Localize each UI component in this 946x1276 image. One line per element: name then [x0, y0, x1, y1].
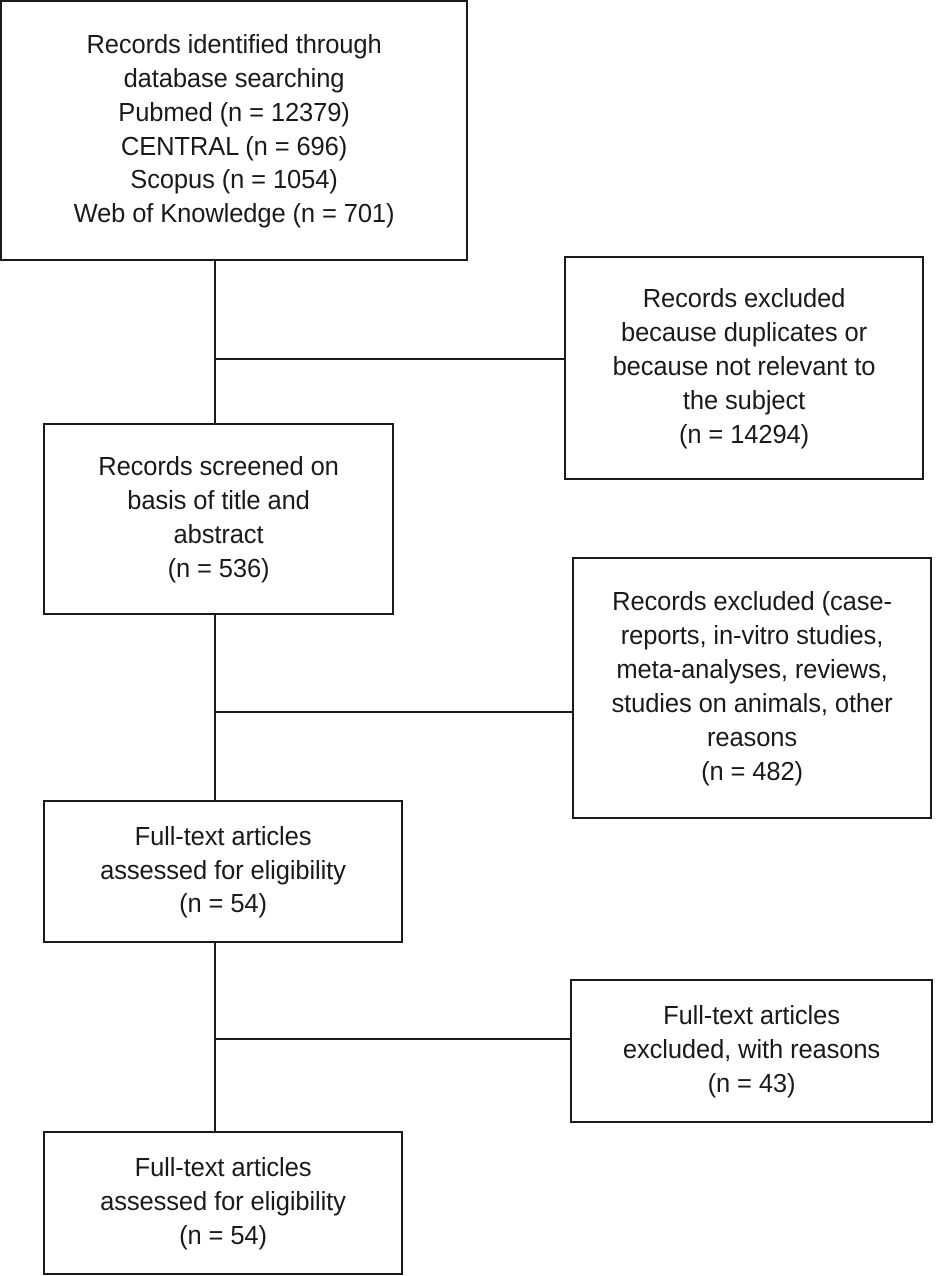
node-excluded-duplicates-text: Records excluded because duplicates or b…: [612, 285, 876, 449]
connector-branch-fulltext-excluded: [214, 1038, 572, 1040]
node-fulltext-assessed-text: Full-text articles assessed for eligibil…: [100, 822, 346, 919]
node-fulltext-excluded: Full-text articles excluded, with reason…: [570, 979, 933, 1123]
node-screened: Records screened on basis of title and a…: [43, 423, 394, 615]
node-identification-text: Records identified through database sear…: [73, 30, 395, 229]
node-screened-text: Records screened on basis of title and a…: [98, 453, 339, 583]
connector-branch-excluded-duplicates: [214, 358, 566, 360]
node-excluded-duplicates: Records excluded because duplicates or b…: [564, 256, 924, 480]
node-identification: Records identified through database sear…: [0, 0, 468, 261]
node-excluded-reasons: Records excluded (case- reports, in-vitr…: [572, 557, 932, 819]
node-excluded-reasons-text: Records excluded (case- reports, in-vitr…: [611, 588, 893, 786]
connector-screened-to-fulltext: [214, 613, 216, 802]
connector-fulltext-to-included: [214, 941, 216, 1133]
node-included-text: Full-text articles assessed for eligibil…: [100, 1154, 346, 1250]
node-fulltext-assessed: Full-text articles assessed for eligibil…: [43, 800, 403, 943]
node-included: Full-text articles assessed for eligibil…: [43, 1131, 403, 1275]
connector-identification-to-screened: [214, 259, 216, 425]
connector-branch-excluded-reasons: [214, 711, 574, 713]
node-fulltext-excluded-text: Full-text articles excluded, with reason…: [622, 1002, 881, 1098]
